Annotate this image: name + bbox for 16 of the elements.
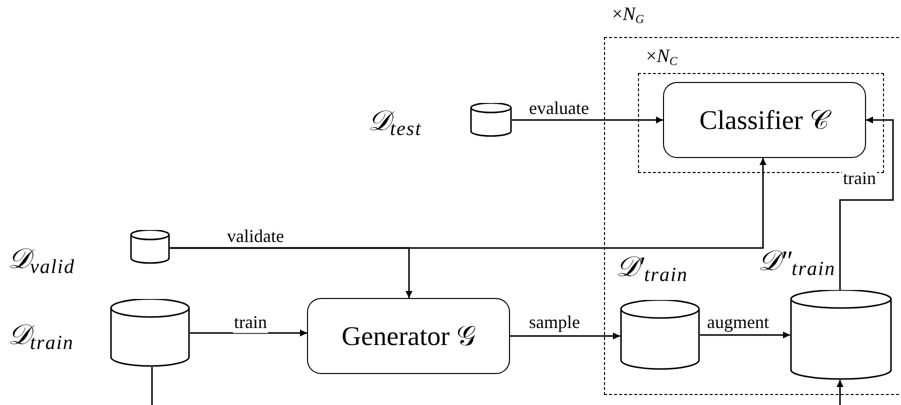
arrow [839,116,894,290]
repeat-count: ×N$_{G}$ [612,3,644,28]
process-box: Classifier 𝒞 [663,82,866,158]
arrow [700,332,790,338]
arrow [170,158,766,249]
dataset-label: 𝒟$_{train}$ [8,319,74,354]
arrow [512,116,663,124]
process-box: Generator 𝒢 [307,298,510,374]
arrow [190,330,307,336]
repeat-count: ×N$_{C}$ [646,45,678,70]
dataset-label: 𝒟$_{valid}$ [8,243,75,278]
dataset-label: 𝒟′$_{train}$ [616,251,688,286]
dataset-label: 𝒟″$_{train}$ [758,245,836,280]
arrow [836,380,844,405]
dataset-label: 𝒟$_{test}$ [368,105,422,140]
arrow [510,332,620,340]
